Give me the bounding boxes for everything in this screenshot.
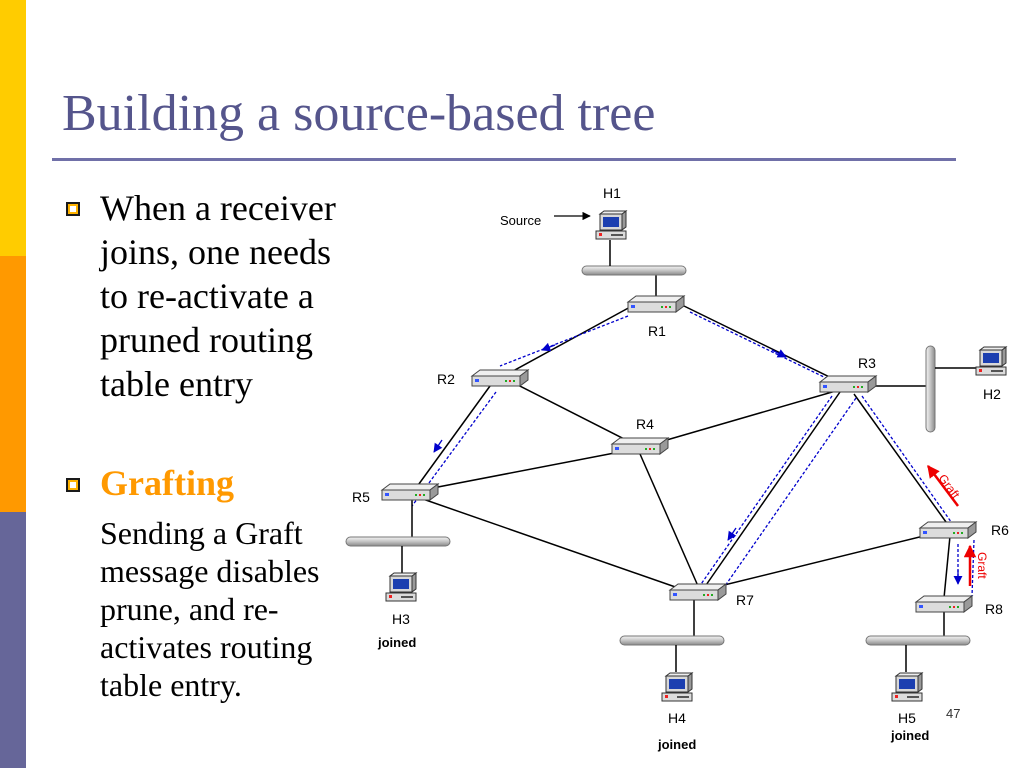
host-h3-label: H3 [392,611,410,627]
router-r7-icon [669,583,727,601]
host-h2-label: H2 [983,386,1001,402]
router-r2-icon [471,369,529,387]
router-r1-label: R1 [648,323,666,339]
tree-arrowhead [771,349,787,358]
router-r4-icon [611,437,669,455]
link-r2-r4 [507,379,639,447]
title-underline [52,158,956,161]
tree-arrowhead [541,342,556,352]
graft-arrow-r6-r3 [927,465,959,507]
bullet-1-line: to re-activate a [100,276,314,316]
lan-buses [345,240,982,672]
tree-arrows [411,311,975,601]
tree-arrowhead [433,439,443,453]
bullet-1-line: joins, one needs [100,232,331,272]
router-r2-label: R2 [437,371,455,387]
host-h2-computer-icon [975,346,1007,376]
host-h1-label: H1 [603,185,621,201]
bullet-2-line: prune, and re- [100,591,279,627]
joined-label-h5: joined [890,728,929,743]
tree-path-r3-r7 [689,395,833,601]
host-h1-computer-icon [595,210,627,240]
slide-title: Building a source-based tree [62,85,656,142]
accent-stripe-yellow [0,0,26,256]
bullet-2-heading: Grafting [100,463,234,503]
link-r1-r3 [683,305,849,387]
link-r5-r7 [419,497,685,591]
router-r3-label: R3 [858,355,876,371]
accent-stripe-orange [0,256,26,512]
joined-label-h4: joined [657,737,696,752]
tree-arrowhead [727,527,737,541]
router-r7-label: R7 [736,592,754,608]
link-r3-r7 [703,391,841,589]
graft-label-r6-r3: Graft [936,472,963,502]
lan-bus-h4 [619,635,725,646]
bullet-1-line: table entry [100,364,253,404]
link-r4-r7 [639,453,699,587]
bullet-2-line: activates routing [100,629,313,665]
router-r8-icon [915,595,973,613]
host-h5-computer-icon [891,672,923,702]
bullet-2-line: message disables [100,553,320,589]
tree-path-r1-r3 [689,311,827,379]
bullet-square-icon [66,478,80,492]
host-h5-label: H5 [898,710,916,726]
lan-bus-h3 [345,536,451,547]
link-r3-r4 [645,387,847,447]
bullet-2-line: table entry. [100,667,242,703]
host-h3-computer-icon [385,572,417,602]
router-r6-label: R6 [991,522,1009,538]
router-r4-label: R4 [636,416,654,432]
tree-path-r1-r2 [499,315,629,367]
bullet-1-line: pruned routing [100,320,313,360]
graft-label-r8-r6: Graft [975,552,989,579]
router-r8-label: R8 [985,601,1003,617]
router-r5-icon [381,483,439,501]
link-r6-r8 [943,535,951,599]
router-r3-icon [819,375,877,393]
host-h4-computer-icon [661,672,693,702]
tree-path-r3-r7-return [717,397,857,597]
link-r3-r6 [853,393,947,523]
joined-label-h3: joined [377,635,416,650]
lan-bus-h2 [925,345,936,433]
router-r6-icon [919,521,977,539]
lan-bus-h5 [865,635,971,646]
source-label: Source [500,213,541,228]
bullet-1-text: When a receiver joins, one needs to re-a… [100,186,336,406]
tree-path-r6-r8 [971,539,975,597]
tree-path-r3-r6 [861,395,955,527]
link-r6-r7 [711,531,941,589]
bullet-2-subtext: Sending a Graft message disables prune, … [100,514,320,704]
router-r1-icon [627,295,685,313]
link-r4-r5 [411,449,631,493]
bullet-square-icon [66,202,80,216]
link-r2-r5 [415,385,491,489]
bullet-2-line: Sending a Graft [100,515,303,551]
network-links [411,305,951,599]
bullet-1-line: When a receiver [100,188,336,228]
lan-bus-h1 [581,265,687,276]
tree-path-r2-r5 [411,391,497,507]
page-number: 47 [946,706,961,721]
router-r5-label: R5 [352,489,370,505]
graft-arrows [927,465,977,586]
host-h4-label: H4 [668,710,686,726]
accent-stripe-purple [0,512,26,768]
link-r1-r2 [501,305,633,378]
